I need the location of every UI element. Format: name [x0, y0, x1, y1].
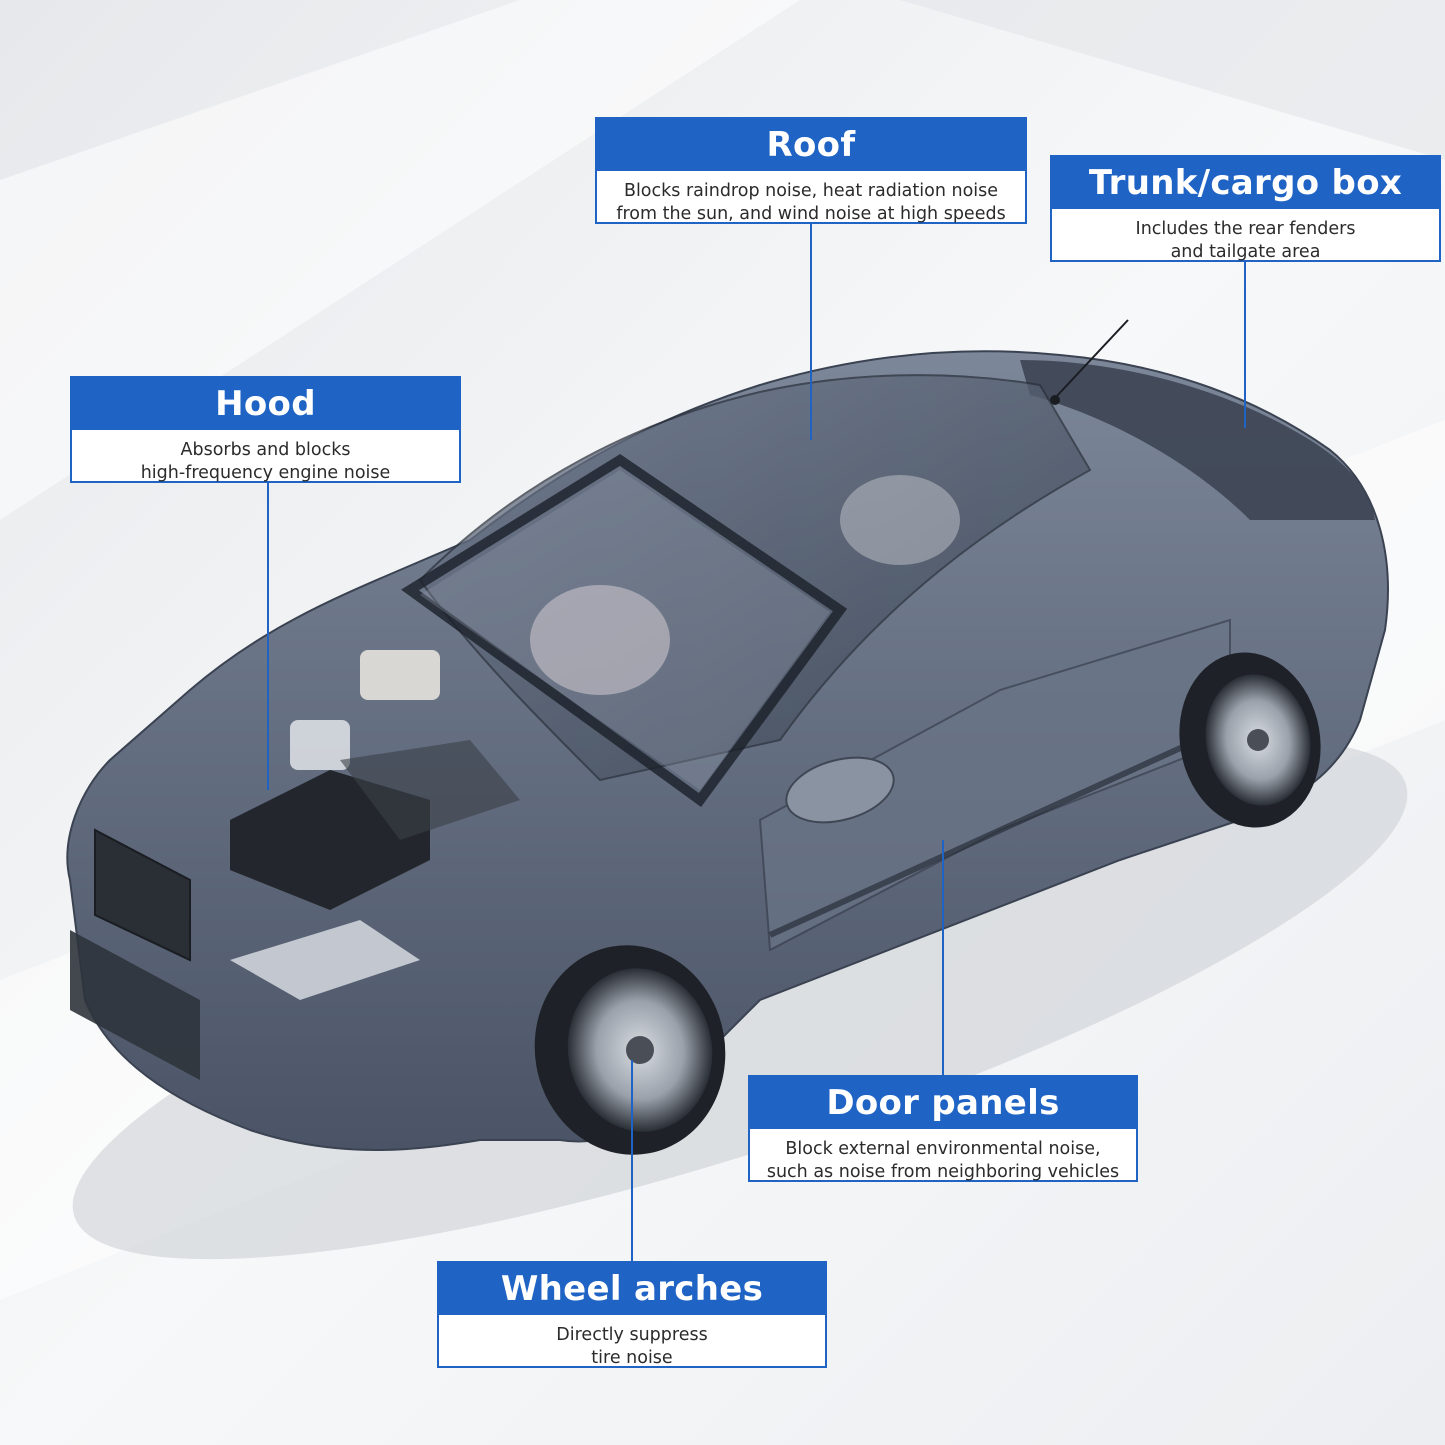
front-grille [94, 828, 191, 962]
callout-hood: Hood Absorbs and blocks high-frequency e… [70, 376, 461, 483]
engine-bay [230, 650, 520, 910]
callout-trunk-title: Trunk/cargo box [1052, 157, 1439, 209]
rear-wheel [1179, 652, 1321, 828]
trunk-lid [1020, 360, 1375, 520]
leader-lines [267, 224, 1246, 1261]
callout-wheel-arches-line-1: Directly suppress [556, 1325, 708, 1345]
callout-door-panels-description: Block external environmental noise, such… [750, 1129, 1136, 1184]
front-wheel [534, 945, 726, 1155]
callout-trunk-line-2: and tailgate area [1170, 242, 1321, 262]
callout-roof: Roof Blocks raindrop noise, heat radiati… [595, 117, 1027, 224]
callout-trunk: Trunk/cargo box Includes the rear fender… [1050, 155, 1441, 262]
callout-hood-line-1: Absorbs and blocks [180, 440, 351, 460]
callout-trunk-description: Includes the rear fenders and tailgate a… [1052, 209, 1439, 264]
callout-door-panels-line-2: such as noise from neighboring vehicles [766, 1162, 1120, 1182]
callout-wheel-arches: Wheel arches Directly suppress tire nois… [437, 1261, 827, 1368]
callout-hood-description: Absorbs and blocks high-frequency engine… [72, 430, 459, 485]
callout-roof-description: Blocks raindrop noise, heat radiation no… [597, 171, 1025, 226]
callout-wheel-arches-line-2: tire noise [591, 1348, 673, 1368]
callout-roof-line-2: from the sun, and wind noise at high spe… [616, 204, 1006, 224]
callout-wheel-arches-description: Directly suppress tire noise [439, 1315, 825, 1370]
callout-door-panels-title: Door panels [750, 1077, 1136, 1129]
callout-wheel-arches-title: Wheel arches [439, 1263, 825, 1315]
callout-hood-line-2: high-frequency engine noise [140, 463, 391, 483]
callout-roof-title: Roof [597, 119, 1025, 171]
callout-trunk-line-1: Includes the rear fenders [1135, 219, 1356, 239]
callout-door-panels: Door panels Block external environmental… [748, 1075, 1138, 1182]
callout-roof-line-1: Blocks raindrop noise, heat radiation no… [623, 181, 999, 201]
callout-hood-title: Hood [72, 378, 459, 430]
callout-door-panels-line-1: Block external environmental noise, [785, 1139, 1101, 1159]
